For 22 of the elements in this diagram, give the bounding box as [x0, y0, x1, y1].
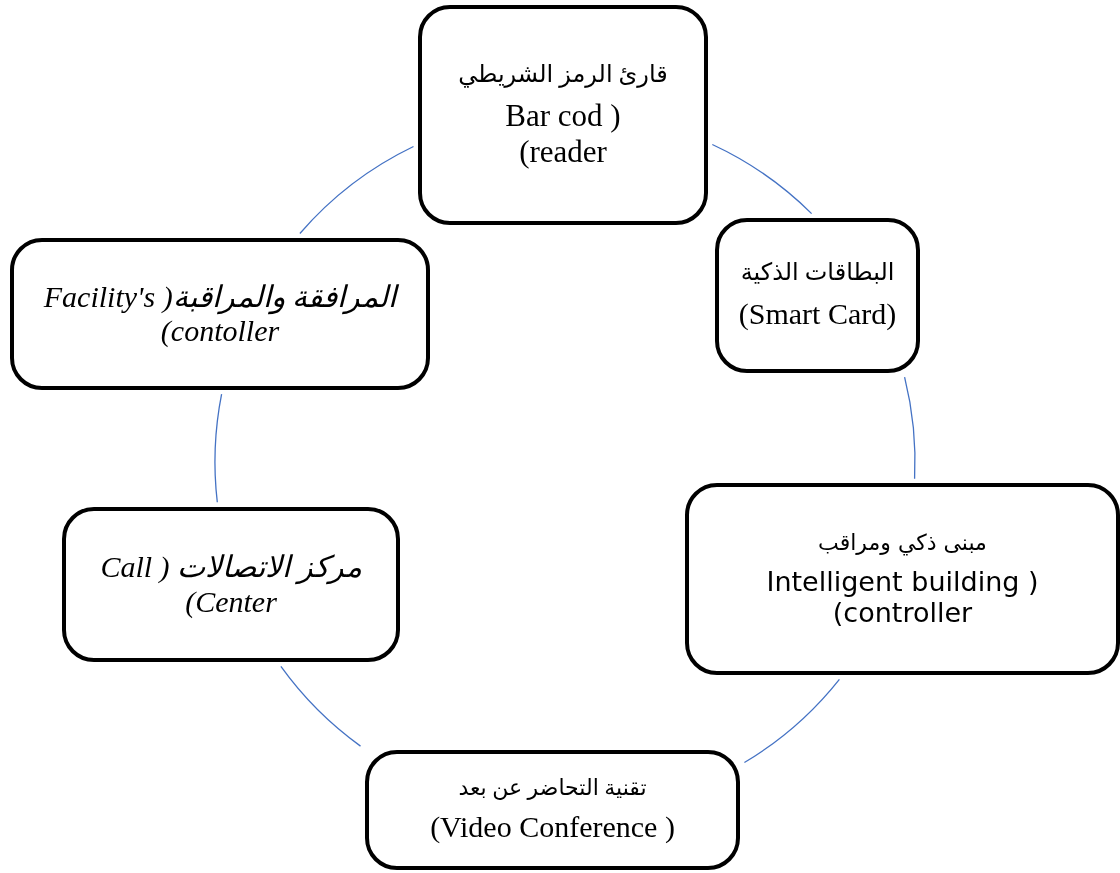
- box-label: مبنى ذكي ومراقب: [818, 530, 987, 556]
- rounded-box: [62, 507, 400, 662]
- box-label: تقنية التحاضر عن بعد: [458, 775, 647, 801]
- connector-line: [214, 393, 223, 503]
- connector-line: [743, 678, 841, 764]
- rounded-box: [715, 218, 920, 373]
- box-label: Bar cod ) (reader: [504, 98, 622, 170]
- box-label: البطاقات الذكية: [740, 259, 895, 288]
- box-label: (Video Conference ): [430, 810, 675, 845]
- box-label: مركز الاتصالات ( Call (Center: [99, 550, 363, 619]
- rounded-box: [418, 5, 708, 225]
- box-label: قارئ الرمز الشريطي: [458, 60, 668, 89]
- box-label: Intelligent building ) (controller: [765, 565, 1040, 628]
- box-label: المرافقة والمراقبة( Facility's (contoller: [42, 279, 400, 349]
- box-label: (Smart Card): [738, 297, 897, 332]
- connector-line: [299, 145, 415, 235]
- connector-line: [280, 665, 362, 747]
- connector-line: [903, 376, 916, 480]
- rounded-box: [10, 238, 430, 390]
- connector-line: [711, 143, 813, 215]
- rounded-box: [365, 750, 740, 870]
- rounded-box: [685, 483, 1120, 675]
